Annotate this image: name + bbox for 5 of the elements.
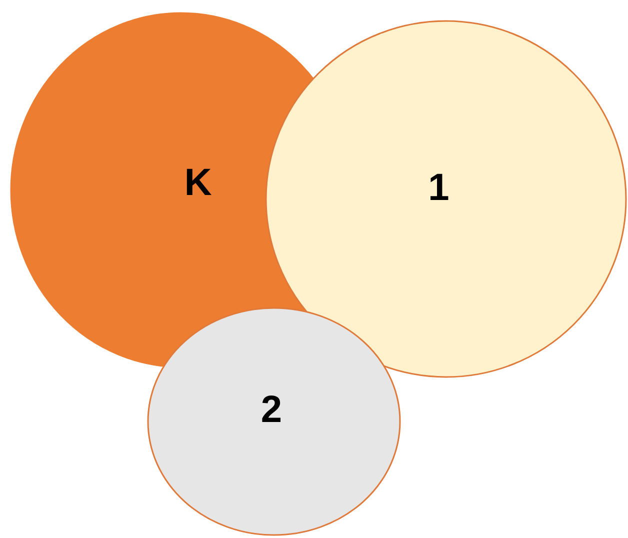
node-label: K xyxy=(184,164,212,202)
node-label: 1 xyxy=(428,169,450,208)
ellipse-node xyxy=(265,20,627,378)
node-label: 2 xyxy=(260,391,282,430)
ellipse-node xyxy=(147,307,401,536)
